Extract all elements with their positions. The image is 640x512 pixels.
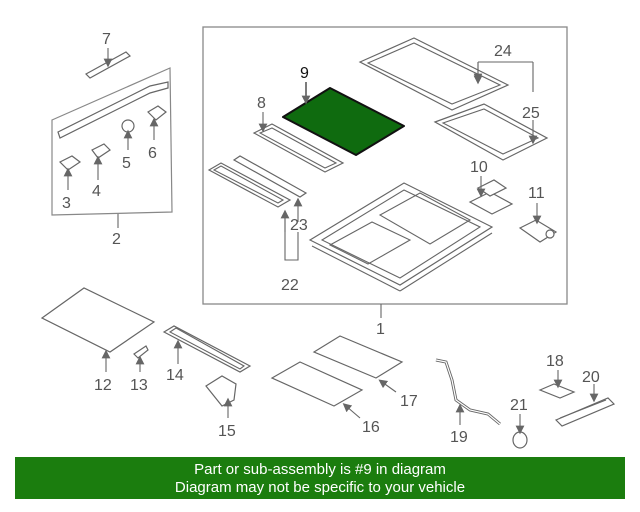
callout-19: 19 bbox=[450, 429, 468, 446]
callout-5: 5 bbox=[122, 155, 131, 172]
part-14-rail[interactable] bbox=[162, 325, 252, 373]
part-17-panel[interactable] bbox=[312, 335, 404, 379]
part-6-bracket[interactable] bbox=[147, 105, 167, 121]
callout-6: 6 bbox=[148, 145, 157, 162]
assembly-box bbox=[202, 26, 568, 305]
part-3-bracket[interactable] bbox=[58, 155, 82, 171]
banner-line-1: Part or sub-assembly is #9 in diagram bbox=[194, 461, 446, 478]
callout-15: 15 bbox=[218, 423, 236, 440]
callout-16-arrow bbox=[342, 403, 361, 419]
part-2-rail[interactable] bbox=[57, 81, 169, 139]
group-2-box bbox=[51, 67, 173, 216]
part-10-motor[interactable] bbox=[468, 179, 514, 215]
callout-4: 4 bbox=[92, 183, 101, 200]
callout-22-bracket bbox=[284, 212, 299, 261]
callout-11: 11 bbox=[528, 185, 545, 202]
info-banner: Part or sub-assembly is #9 in diagram Di… bbox=[15, 457, 625, 499]
callout-16: 16 bbox=[362, 419, 380, 436]
part-1-sunroof-frame[interactable] bbox=[308, 182, 494, 292]
callout-9: 9 bbox=[300, 65, 309, 82]
callout-25: 25 bbox=[522, 105, 540, 122]
part-25-seal[interactable] bbox=[433, 103, 549, 161]
part-15-bracket[interactable] bbox=[205, 375, 237, 407]
callout-17-arrow bbox=[378, 379, 397, 393]
callout-3: 3 bbox=[62, 195, 71, 212]
callout-10: 10 bbox=[470, 159, 488, 176]
part-19-drain-hose[interactable] bbox=[435, 358, 501, 426]
callout-20: 20 bbox=[582, 369, 600, 386]
part-18-hose[interactable] bbox=[538, 383, 576, 399]
part-11-bracket[interactable] bbox=[518, 219, 558, 243]
callout-1: 1 bbox=[376, 321, 385, 338]
part-4-bracket[interactable] bbox=[91, 143, 111, 159]
callout-8: 8 bbox=[257, 95, 266, 112]
callout-22: 22 bbox=[281, 277, 299, 294]
part-12-headliner[interactable] bbox=[40, 287, 156, 353]
part-13-clip[interactable] bbox=[133, 345, 149, 359]
callout-12: 12 bbox=[94, 377, 112, 394]
part-24-glass-panel[interactable] bbox=[358, 37, 510, 111]
banner-line-2: Diagram may not be specific to your vehi… bbox=[174, 479, 466, 496]
part-5-clip[interactable] bbox=[121, 119, 135, 133]
part-20-bracket[interactable] bbox=[554, 397, 616, 427]
callout-21: 21 bbox=[510, 397, 528, 414]
callout-7: 7 bbox=[102, 31, 111, 48]
part-9-highlight-glass[interactable] bbox=[282, 87, 405, 156]
callout-13: 13 bbox=[130, 377, 148, 394]
part-23-strip[interactable] bbox=[232, 155, 308, 198]
callout-23: 23 bbox=[290, 217, 308, 234]
callout-24: 24 bbox=[494, 43, 512, 60]
callout-14: 14 bbox=[166, 367, 184, 384]
part-22-sunshade[interactable] bbox=[207, 162, 292, 208]
callout-2: 2 bbox=[112, 231, 121, 248]
part-21-grommet[interactable] bbox=[512, 431, 528, 449]
callout-18: 18 bbox=[546, 353, 564, 370]
part-16-panel[interactable] bbox=[270, 361, 364, 407]
callout-17: 17 bbox=[400, 393, 418, 410]
